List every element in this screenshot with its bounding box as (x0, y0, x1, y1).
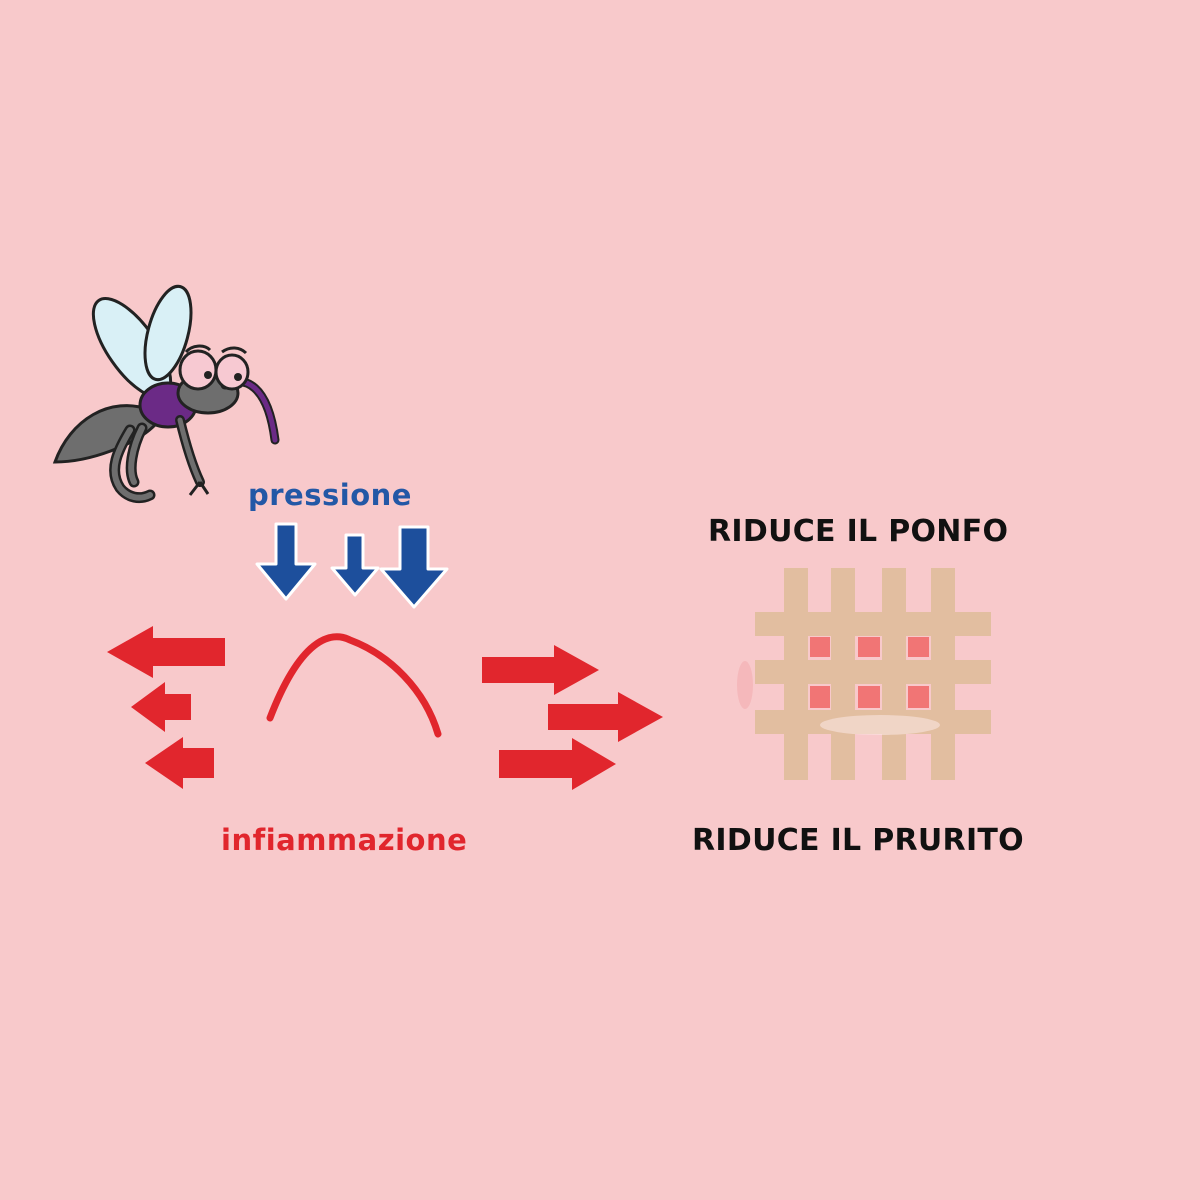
right-arrow-icon (482, 645, 599, 695)
mosquito-brow (184, 344, 212, 354)
tape-bar-horizontal (755, 612, 991, 636)
inflamed-spot (810, 637, 830, 657)
left-arrow-icon (131, 682, 191, 732)
mosquito-leg-fill (177, 417, 203, 485)
mosquito-claw (188, 481, 210, 496)
mosquito-leg-fill (111, 427, 153, 501)
right-arrow-icon (499, 738, 616, 790)
mosquito-wing-front (143, 284, 193, 382)
infiammazione-label: infiammazione (221, 823, 468, 857)
left-arrow-icon (107, 626, 225, 678)
riduce-prurito-label: RIDUCE IL PRURITO (692, 823, 1024, 858)
mosquito-eye (214, 353, 250, 391)
mosquito-icon (52, 284, 280, 504)
left-arrow-icon (145, 737, 214, 789)
inflamed-spot (858, 637, 880, 657)
skin-bump (266, 633, 442, 738)
pressione-label: pressione (248, 478, 412, 512)
mosquito-pupil (234, 373, 242, 381)
mosquito-pupil (204, 371, 212, 379)
down-arrow-icon (330, 533, 380, 597)
right-arrows (482, 645, 663, 790)
mosquito-eye (178, 349, 218, 391)
grid-tape-icon (737, 568, 991, 780)
mosquito-leg-fill (128, 425, 145, 485)
down-arrow-icon (379, 525, 449, 609)
skin-highlight (737, 661, 753, 709)
riduce-ponfo-label: RIDUCE IL PONFO (708, 514, 1009, 549)
mosquito-brow (221, 346, 248, 355)
left-arrows (107, 626, 225, 789)
inflamed-spot (810, 686, 830, 708)
skin-glare (820, 715, 940, 735)
pressure-arrows (255, 522, 449, 609)
inflamed-spot (908, 637, 929, 657)
down-arrow-icon (255, 522, 317, 601)
inflamed-spot (858, 686, 880, 708)
inflamed-spot (908, 686, 929, 708)
tape-bar-horizontal (755, 660, 991, 684)
right-arrow-icon (548, 692, 663, 742)
